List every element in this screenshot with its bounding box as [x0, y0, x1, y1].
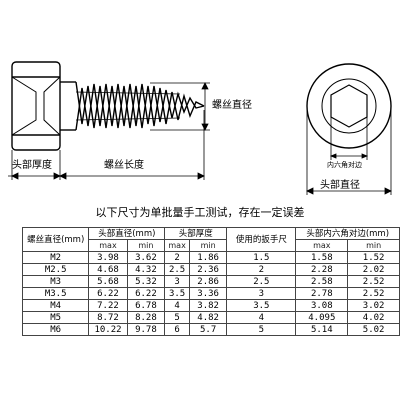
cell-hex-max: 4.095 [295, 311, 349, 324]
cell-head-diameter-min: 6.22 [126, 287, 166, 300]
header-wrench: 使用的扳手尺 [226, 227, 297, 252]
subheader-min: min [347, 239, 400, 252]
header-size: 螺丝直径(mm) [21, 227, 90, 252]
cell-head-diameter-max: 4.68 [88, 263, 128, 276]
cell-head-diameter-min: 8.28 [126, 311, 166, 324]
cell-head-diameter-min: 4.32 [126, 263, 166, 276]
cell-head-thickness-max: 2.5 [164, 263, 190, 276]
cell-wrench: 3.5 [226, 299, 297, 312]
cell-head-diameter-min: 6.78 [126, 299, 166, 312]
cell-hex-min: 2.52 [347, 275, 400, 288]
screw-technical-drawing [8, 61, 392, 195]
screw-spec-table: 螺丝直径(mm) 头部直径(mm) 头部厚度 使用的扳手尺 头部内六角对边(mm… [21, 227, 400, 336]
cell-head-thickness-min: 3.36 [188, 287, 228, 300]
cell-hex-min: 5.02 [347, 323, 400, 336]
head-diameter-label: 头部直径 [320, 180, 360, 191]
thread-diameter-label: 螺丝直径 [212, 100, 252, 111]
subheader-min: min [126, 239, 166, 252]
header-head-thickness: 头部厚度 [164, 227, 228, 240]
cell-size: M4 [21, 299, 90, 312]
cell-head-thickness-max: 3 [164, 275, 190, 288]
screw-thread-side [60, 81, 205, 131]
cell-hex-min: 2.02 [347, 263, 400, 276]
cell-hex-max: 1.58 [295, 251, 349, 264]
cell-head-thickness-min: 4.82 [188, 311, 228, 324]
cell-head-diameter-max: 3.98 [88, 251, 128, 264]
screw-head-end-view [306, 63, 392, 149]
cell-head-diameter-max: 10.22 [88, 323, 128, 336]
cell-head-thickness-max: 3.5 [164, 287, 190, 300]
cell-head-thickness-max: 2 [164, 251, 190, 264]
header-hex: 头部内六角对边(mm) [295, 227, 400, 240]
table-header-row: 螺丝直径(mm) 头部直径(mm) 头部厚度 使用的扳手尺 头部内六角对边(mm… [21, 227, 400, 252]
cell-head-diameter-max: 8.72 [88, 311, 128, 324]
end-view-dimensions [306, 106, 392, 195]
cell-hex-min: 3.02 [347, 299, 400, 312]
thread-length-label: 螺丝长度 [104, 160, 144, 171]
cell-head-thickness-max: 6 [164, 323, 190, 336]
measurement-note: 以下尺寸为单批量手工测试，存在一定误差 [95, 206, 305, 219]
subheader-max: max [164, 239, 190, 252]
cell-hex-min: 2.52 [347, 287, 400, 300]
cell-hex-max: 3.08 [295, 299, 349, 312]
cell-hex-min: 1.52 [347, 251, 400, 264]
thread-diameter-dimension [150, 82, 210, 131]
cell-head-thickness-max: 5 [164, 311, 190, 324]
cell-size: M2 [21, 251, 90, 264]
cell-hex-max: 5.14 [295, 323, 349, 336]
subheader-min: min [188, 239, 228, 252]
cell-wrench: 5 [226, 323, 297, 336]
cell-wrench: 1.5 [226, 251, 297, 264]
cell-head-diameter-min: 9.78 [126, 323, 166, 336]
cell-size: M5 [21, 311, 90, 324]
cell-size: M2.5 [21, 263, 90, 276]
header-head-diameter: 头部直径(mm) [88, 227, 166, 240]
head-thickness-label: 头部厚度 [12, 160, 52, 171]
cell-wrench: 4 [226, 311, 297, 324]
cell-hex-max: 2.78 [295, 287, 349, 300]
subheader-max: max [88, 239, 128, 252]
cell-head-thickness-min: 3.82 [188, 299, 228, 312]
cell-size: M3.5 [21, 287, 90, 300]
length-dimensions [8, 110, 205, 180]
cell-head-diameter-min: 3.62 [126, 251, 166, 264]
cell-head-diameter-max: 7.22 [88, 299, 128, 312]
cell-size: M6 [21, 323, 90, 336]
hex-across-flats-label: 内六角对边 [327, 161, 362, 169]
subheader-max: max [295, 239, 349, 252]
cell-head-thickness-min: 2.86 [188, 275, 228, 288]
cell-head-diameter-max: 6.22 [88, 287, 128, 300]
cell-head-thickness-max: 4 [164, 299, 190, 312]
cell-head-diameter-max: 5.68 [88, 275, 128, 288]
cell-size: M3 [21, 275, 90, 288]
screw-head-side [11, 61, 61, 151]
cell-hex-max: 2.58 [295, 275, 349, 288]
cell-wrench: 3 [226, 287, 297, 300]
cell-hex-min: 4.02 [347, 311, 400, 324]
cell-head-diameter-min: 5.32 [126, 275, 166, 288]
cell-head-thickness-min: 1.86 [188, 251, 228, 264]
cell-wrench: 2 [226, 263, 297, 276]
cell-wrench: 2.5 [226, 275, 297, 288]
cell-head-thickness-min: 5.7 [188, 323, 228, 336]
cell-head-thickness-min: 2.36 [188, 263, 228, 276]
cell-hex-max: 2.28 [295, 263, 349, 276]
